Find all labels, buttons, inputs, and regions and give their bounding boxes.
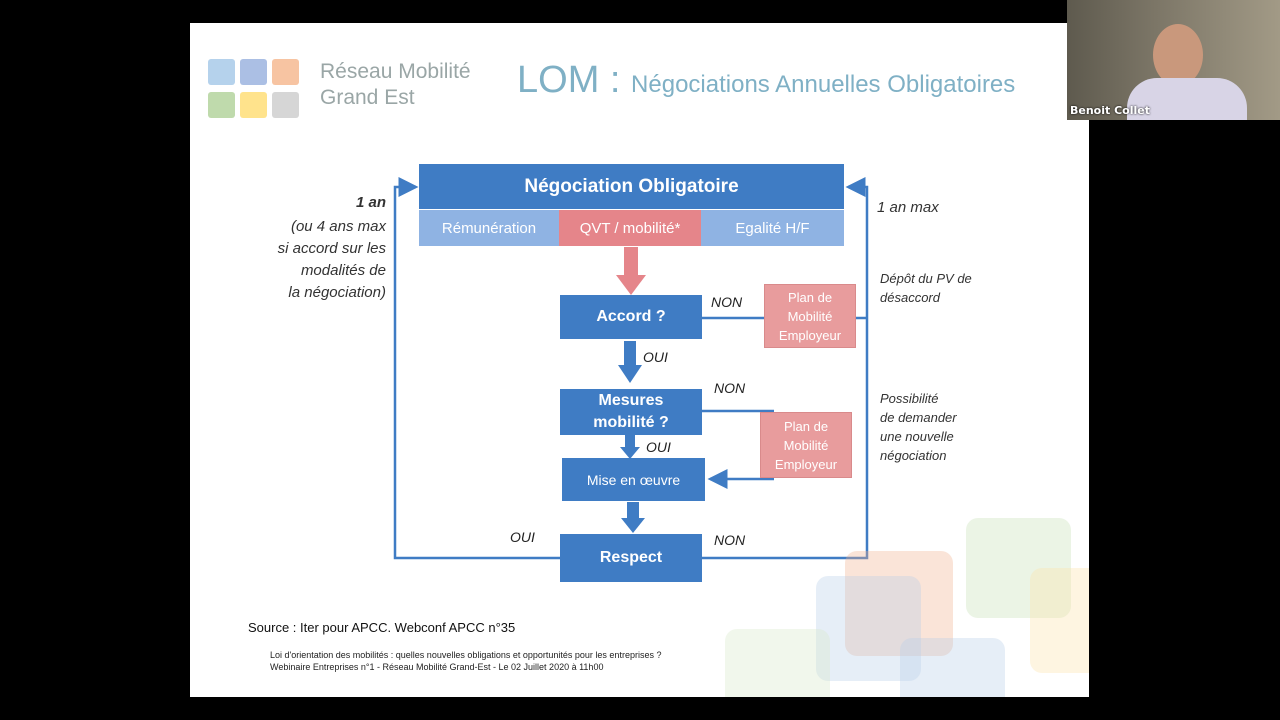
footer-line-2: Webinaire Entreprises n°1 - Réseau Mobil… (270, 662, 604, 672)
pme1-line-2: Mobilité (787, 308, 833, 324)
poss-line-3: une nouvelle (880, 429, 954, 444)
mesures-line-2: mobilité ? (593, 414, 669, 431)
non-label-3: NON (714, 532, 746, 548)
depot-line-2: désaccord (880, 290, 940, 305)
negociation-obligatoire-box: Négociation Obligatoire (419, 164, 844, 209)
plan-mobilite-employeur-box-1: Plan de Mobilité Employeur (764, 284, 856, 348)
slide: Réseau Mobilité Grand Est LOM : Négociat… (190, 23, 1089, 697)
poss-line-1: Possibilité (880, 391, 939, 406)
deco-square (966, 518, 1071, 618)
non-label-2: NON (714, 380, 746, 396)
title-subtitle: Négociations Annuelles Obligatoires (631, 71, 1016, 98)
respect-box: Respect (560, 534, 702, 582)
oui-label-3: OUI (510, 529, 535, 545)
depot-line-1: Dépôt du PV de (880, 271, 972, 286)
deco-square (725, 629, 830, 697)
logo-text: Réseau Mobilité Grand Est (320, 59, 471, 111)
deco-square (900, 638, 1005, 697)
non-label-1: NON (711, 294, 743, 310)
right-note-depot: Dépôt du PV de désaccord (880, 269, 972, 307)
remuneration-box: Rémunération (419, 210, 559, 246)
mesures-mobilite-box: Mesures mobilité ? (560, 389, 702, 435)
left-note-line-5: la négociation) (288, 284, 386, 301)
plan-mobilite-employeur-box-2: Plan de Mobilité Employeur (760, 412, 852, 478)
footer-line-1: Loi d'orientation des mobilités : quelle… (270, 650, 662, 660)
poss-line-4: négociation (880, 448, 947, 463)
participant-shirt (1127, 78, 1247, 120)
right-note-max: 1 an max (877, 199, 939, 216)
oui-label-2: OUI (646, 439, 671, 455)
pme2-line-3: Employeur (774, 456, 838, 472)
right-note-possibilite: Possibilité de demander une nouvelle nég… (880, 389, 957, 465)
title-lom: LOM (517, 59, 600, 101)
slide-title: LOM : Négociations Annuelles Obligatoire… (517, 59, 1015, 102)
logo-line-2: Grand Est (320, 86, 415, 109)
left-note-line-3: si accord sur les (277, 240, 386, 257)
participant-name: Benoit Collet (1070, 104, 1150, 117)
participant-face (1153, 24, 1203, 86)
qvt-mobilite-box: QVT / mobilité* (559, 210, 701, 246)
mesures-line-1: Mesures (598, 392, 664, 409)
title-colon: : (599, 59, 632, 101)
deco-square (816, 576, 921, 681)
slide-footer: Loi d'orientation des mobilités : quelle… (270, 649, 661, 673)
participant-video[interactable]: Benoit Collet (1067, 0, 1280, 120)
egalite-box: Egalité H/F (701, 210, 844, 246)
mise-en-oeuvre-box: Mise en œuvre (562, 458, 705, 501)
pme1-line-1: Plan de (787, 289, 833, 305)
pme2-line-2: Mobilité (783, 437, 829, 453)
pme2-line-1: Plan de (783, 418, 829, 434)
deco-square (1030, 568, 1089, 673)
left-note-duration: 1 an (355, 194, 386, 211)
logo-tiles-icon (208, 59, 304, 121)
pme1-line-3: Employeur (778, 327, 842, 343)
poss-line-2: de demander (880, 410, 957, 425)
source-text: Source : Iter pour APCC. Webconf APCC n°… (248, 620, 516, 635)
diagram-connectors (393, 177, 869, 560)
accord-box: Accord ? (560, 295, 702, 339)
logo-line-1: Réseau Mobilité (320, 60, 471, 83)
left-note-line-4: modalités de (300, 262, 386, 279)
oui-label-1: OUI (643, 349, 668, 365)
left-note-line-2: (ou 4 ans max (290, 218, 386, 235)
left-note: (ou 4 ans max si accord sur les modalité… (278, 216, 386, 304)
deco-square (845, 551, 953, 656)
